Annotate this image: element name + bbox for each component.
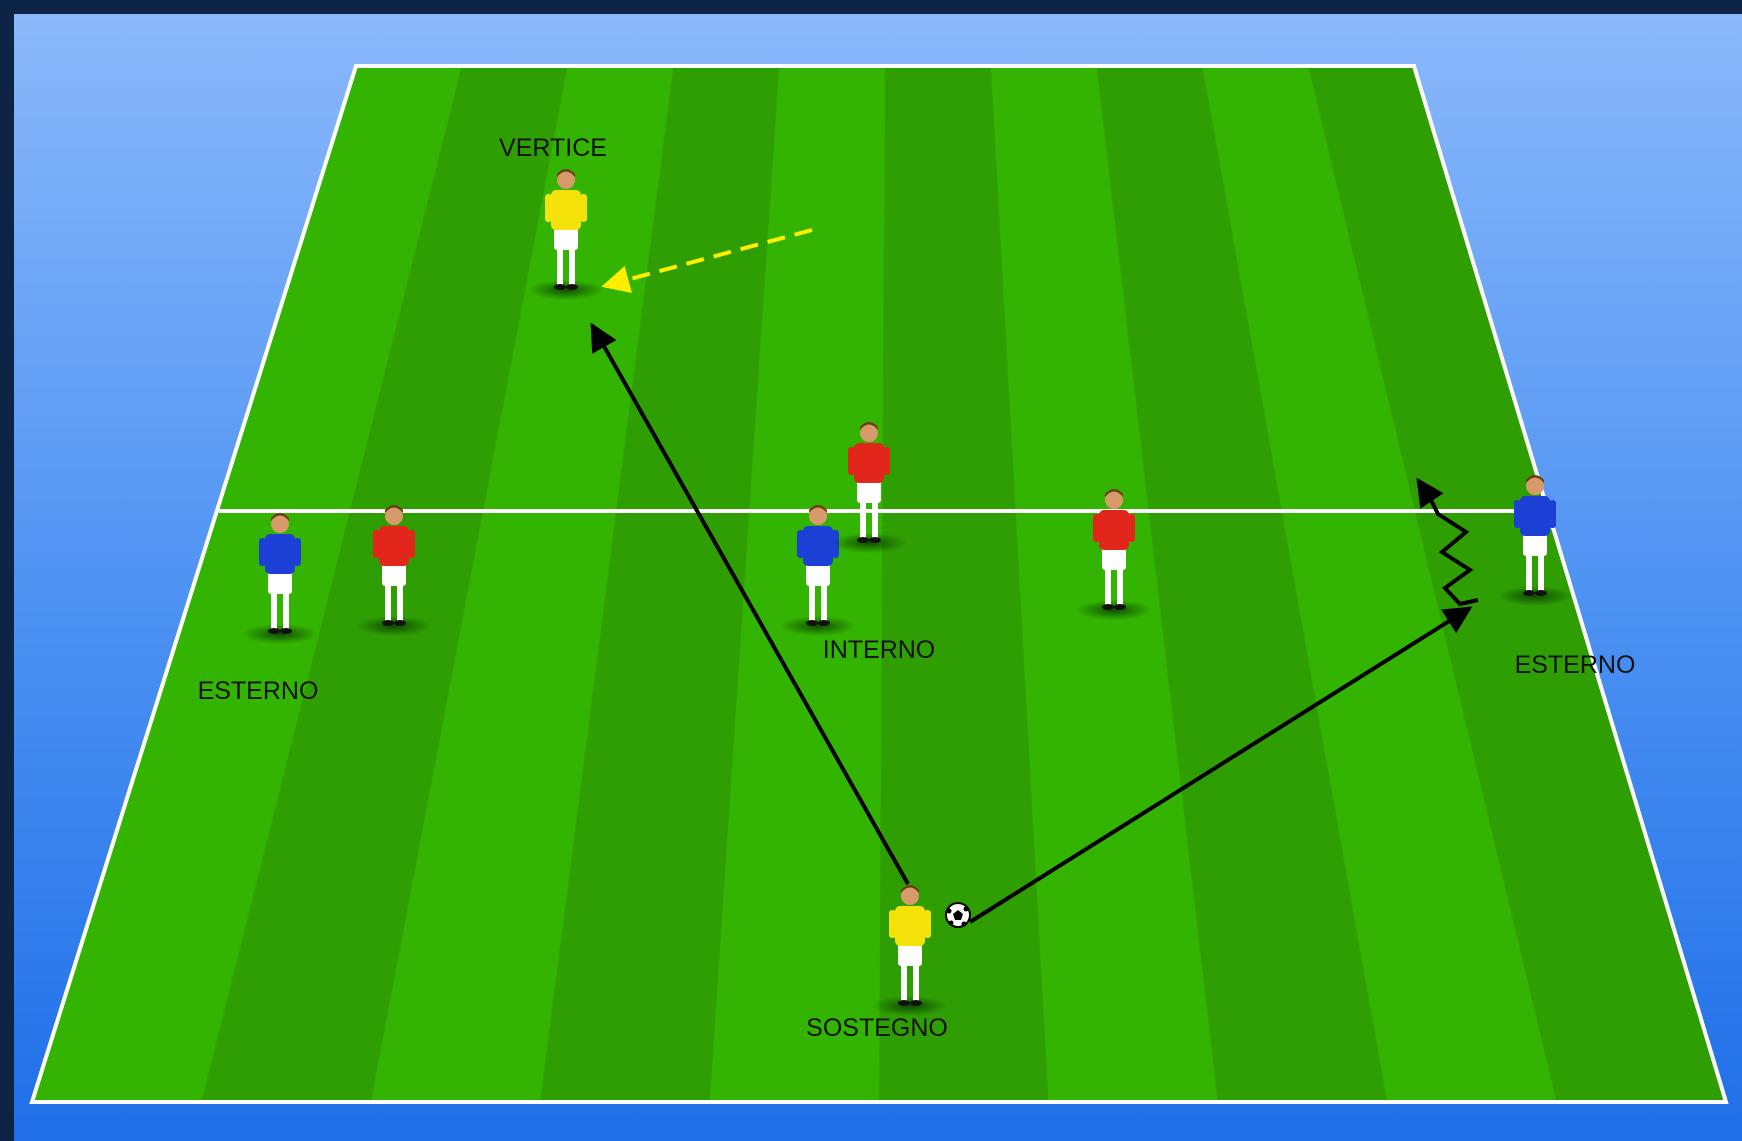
label-esterno-right: ESTERNO <box>1515 651 1636 679</box>
pitch-stripe <box>1308 66 1726 1102</box>
label-esterno-left: ESTERNO <box>198 677 319 705</box>
player-esterno-right <box>1497 475 1573 606</box>
player-vertice <box>528 169 604 300</box>
player-defender <box>1076 489 1152 620</box>
player-sostegno <box>872 885 948 1016</box>
pitch-stripe <box>879 66 1049 1102</box>
player-esterno-left <box>242 513 318 644</box>
label-interno: INTERNO <box>823 636 936 664</box>
dribble-arrow <box>1416 477 1479 607</box>
player-defender <box>356 505 432 636</box>
pass-arrow-to-vertice <box>590 322 910 885</box>
pass-arrow-to-esterno <box>968 606 1473 924</box>
pitch-boundary <box>29 64 1729 1104</box>
pitch-stripes <box>201 66 1726 1102</box>
player-interno <box>780 505 856 636</box>
pitch-stripe <box>540 66 780 1102</box>
label-sostegno: SOSTEGNO <box>806 1014 948 1042</box>
soccer-ball-icon <box>945 902 971 928</box>
label-vertice: VERTICE <box>499 134 607 162</box>
player-defender <box>831 422 907 553</box>
players-layer <box>242 169 1573 1016</box>
pitch-stripe <box>1096 66 1388 1102</box>
movement-arrow-dashed <box>601 228 813 293</box>
